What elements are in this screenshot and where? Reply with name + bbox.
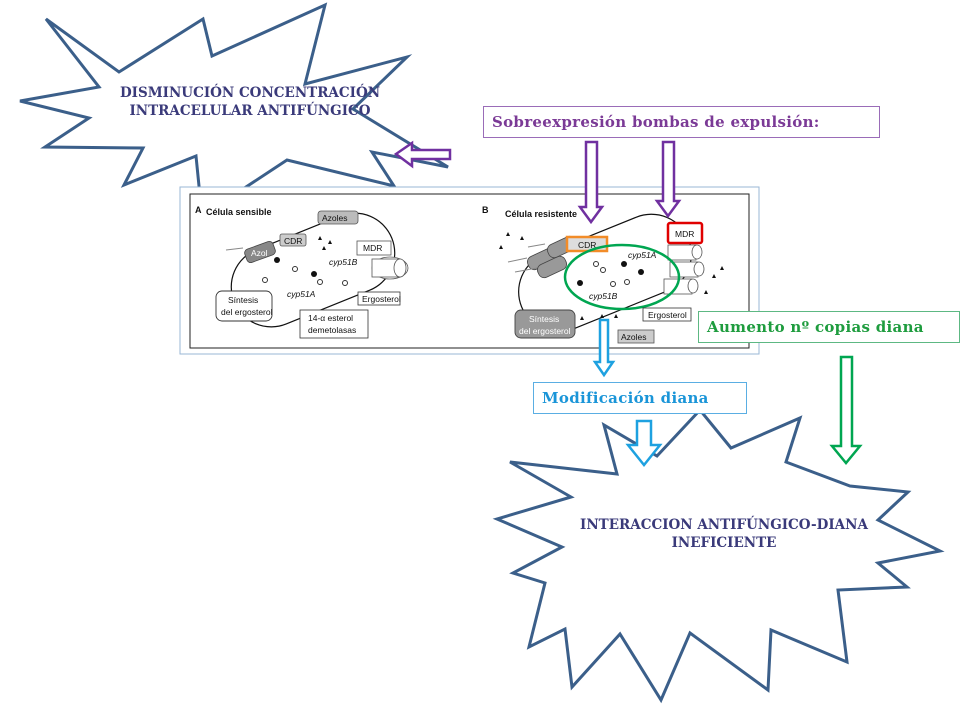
- burst-bottom-line2: INEFICIENTE: [672, 535, 777, 551]
- label-pumps: Sobreexpresión bombas de expulsión:: [483, 106, 880, 138]
- burst-top-line1: DISMINUCIÓN CONCENTRACIÓN: [120, 84, 380, 101]
- burst-bottom: INTERACCION ANTIFÚNGICO-DIANA INEFICIENT…: [492, 407, 945, 704]
- panel-a-cdr: CDR: [284, 236, 302, 246]
- burst-bottom-line1: INTERACCION ANTIFÚNGICO-DIANA: [580, 516, 868, 533]
- purple-down-arrow-2-icon: [654, 140, 682, 219]
- panel-b-letter: B: [482, 205, 489, 215]
- panel-a-letter: A: [195, 205, 202, 215]
- panel-a-azoles: Azoles: [322, 213, 348, 223]
- label-copies: Aumento nº copias diana: [698, 311, 960, 343]
- panel-b-sintesis-1: Síntesis: [529, 314, 559, 324]
- label-target: Modificación diana: [533, 382, 747, 414]
- panel-b-azoles: Azoles: [621, 332, 647, 342]
- panel-b-cyp51a: cyp51A: [628, 250, 657, 260]
- panel-a-sintesis-1: Síntesis: [228, 295, 258, 305]
- purple-down-arrow-1-icon: [577, 140, 605, 225]
- burst-top-line2: INTRACELULAR ANTIFÚNGICO: [129, 102, 370, 119]
- panel-a-title: Célula sensible: [206, 207, 272, 217]
- panel-b-cdr: CDR: [578, 240, 596, 250]
- panel-a-azol: Azol: [251, 248, 268, 258]
- panel-b-ergosterol: Ergosterol: [648, 310, 687, 320]
- panel-a-ergosterol: Ergosterol: [362, 294, 401, 304]
- blue-down-arrow-large-icon: [625, 419, 663, 468]
- burst-top: DISMINUCIÓN CONCENTRACIÓN INTRACELULAR A…: [19, 2, 449, 219]
- panel-b-title: Célula resistente: [505, 209, 577, 219]
- panel-a-cyp51a: cyp51A: [287, 289, 316, 299]
- green-down-arrow-icon: [829, 355, 863, 465]
- panel-a-demetil-1: 14-α esterol: [308, 313, 353, 323]
- panel-b-sintesis-2: del ergosterol: [519, 326, 571, 336]
- blue-down-arrow-small-icon: [592, 318, 616, 378]
- resistance-figure: A Célula sensible Azoles CDR Azol MDR cy…: [179, 186, 760, 355]
- panel-a-mdr: MDR: [363, 243, 382, 253]
- panel-a-demetil-2: demetolasas: [308, 325, 356, 335]
- panel-a-cyp51b: cyp51B: [329, 257, 358, 267]
- panel-b-cyp51b: cyp51B: [589, 291, 618, 301]
- panel-a-sintesis-2: del ergosterol: [221, 307, 273, 317]
- left-arrow-icon: [393, 140, 452, 169]
- panel-b-mdr: MDR: [675, 229, 694, 239]
